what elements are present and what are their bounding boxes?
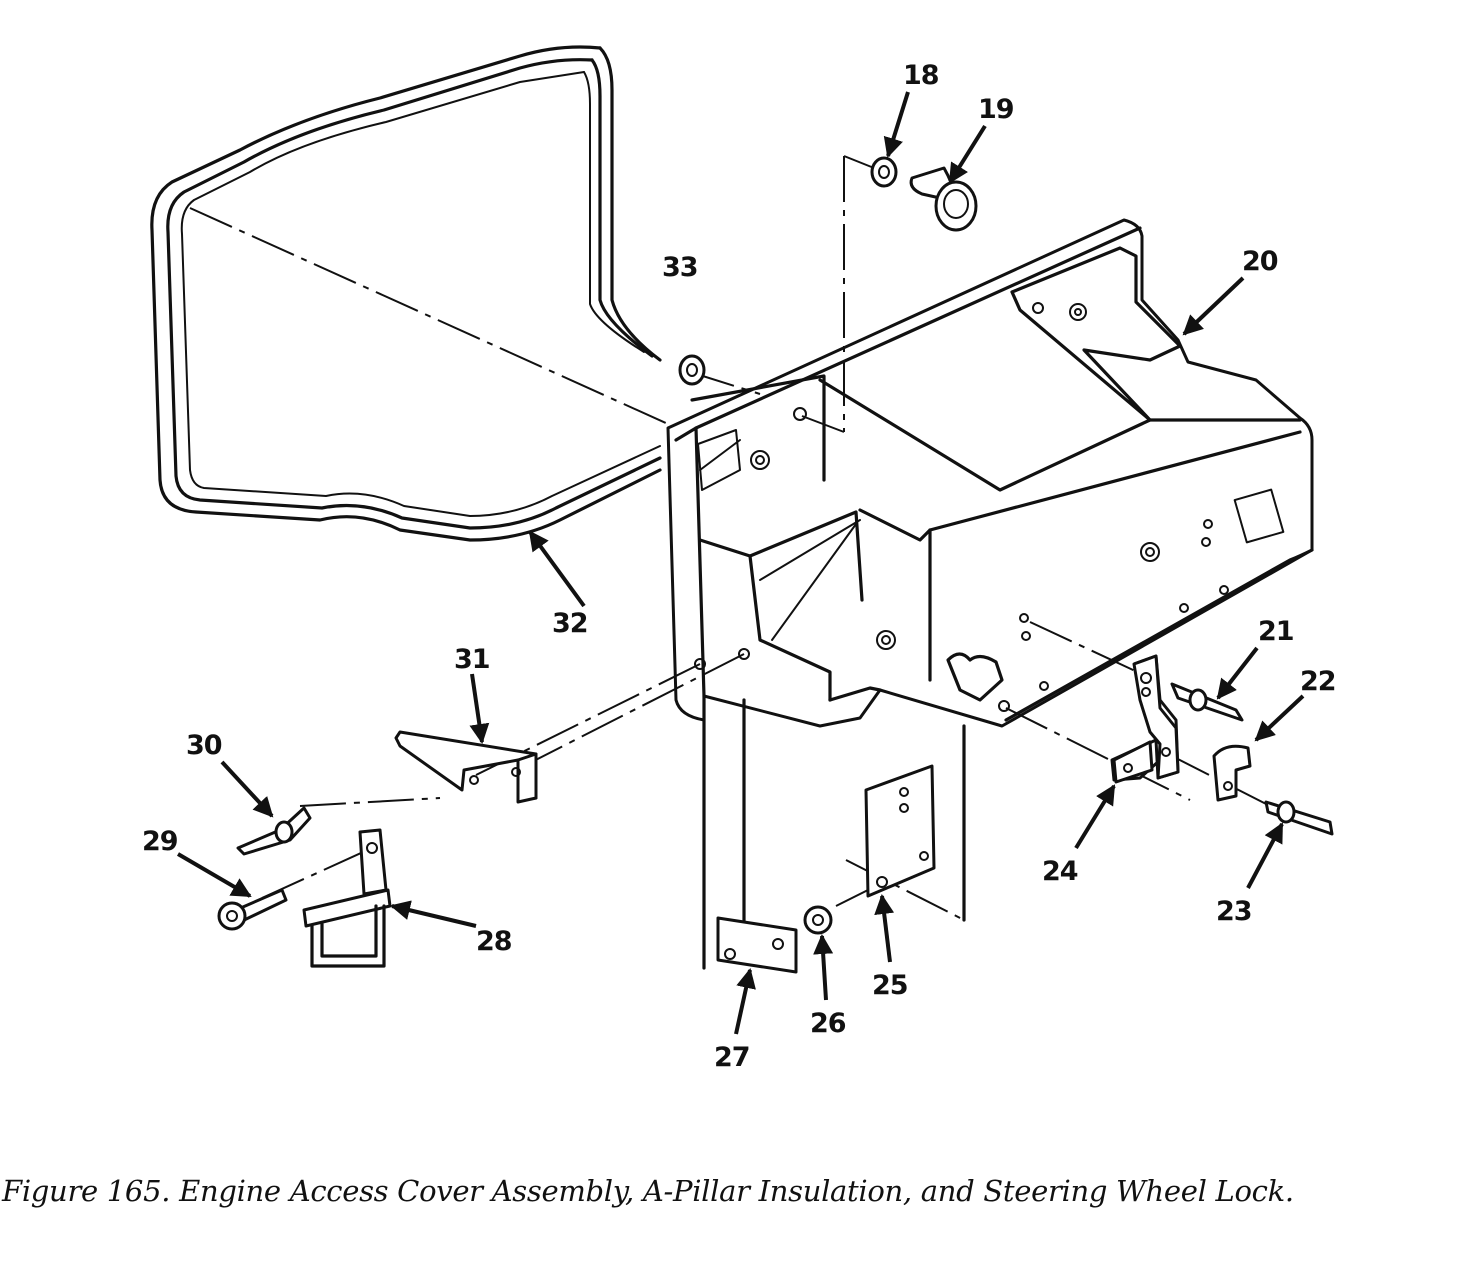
callout-25: 25 xyxy=(872,970,908,1001)
callout-24: 24 xyxy=(1042,856,1078,887)
part-21-rivet xyxy=(1170,682,1244,722)
figure-caption: Figure 165. Engine Access Cover Assembly… xyxy=(2,1174,1294,1208)
part-29-screw xyxy=(217,888,288,931)
callout-26: 26 xyxy=(810,1008,846,1039)
part-27-plate xyxy=(716,916,798,974)
callout-23: 23 xyxy=(1216,896,1252,927)
part-25-plate xyxy=(864,764,936,898)
part-33-washer xyxy=(678,354,706,386)
part-26-nut xyxy=(803,905,833,935)
part-23-rivet xyxy=(1264,800,1334,836)
callout-arrows xyxy=(176,91,1305,1035)
callout-labels: 18 19 20 21 22 23 24 25 26 27 28 29 30 3… xyxy=(142,60,1337,1073)
part-20-engine-access-cover xyxy=(666,218,1314,970)
callout-31: 31 xyxy=(454,644,490,675)
callout-29: 29 xyxy=(142,826,178,857)
callout-22: 22 xyxy=(1300,666,1336,697)
callout-19: 19 xyxy=(978,94,1014,125)
callout-32: 32 xyxy=(552,608,588,639)
part-31-bracket xyxy=(394,730,538,804)
exploded-view-diagram: 18 19 20 21 22 23 24 25 26 27 28 29 30 3… xyxy=(142,45,1337,1073)
part-24-bracket xyxy=(1110,654,1180,784)
callout-27: 27 xyxy=(714,1042,750,1073)
callout-21: 21 xyxy=(1258,616,1294,647)
part-22-clip xyxy=(1212,744,1252,802)
part-18-washer xyxy=(870,156,898,188)
part-30-rivet xyxy=(236,806,312,856)
part-32-insulation-seal xyxy=(150,45,669,542)
callout-33: 33 xyxy=(662,252,698,283)
callout-20: 20 xyxy=(1242,246,1278,277)
part-19-lock-cylinder xyxy=(909,166,978,232)
callout-18: 18 xyxy=(903,60,939,91)
callout-30: 30 xyxy=(186,730,222,761)
callout-28: 28 xyxy=(476,926,512,957)
part-28-latch xyxy=(302,828,392,968)
